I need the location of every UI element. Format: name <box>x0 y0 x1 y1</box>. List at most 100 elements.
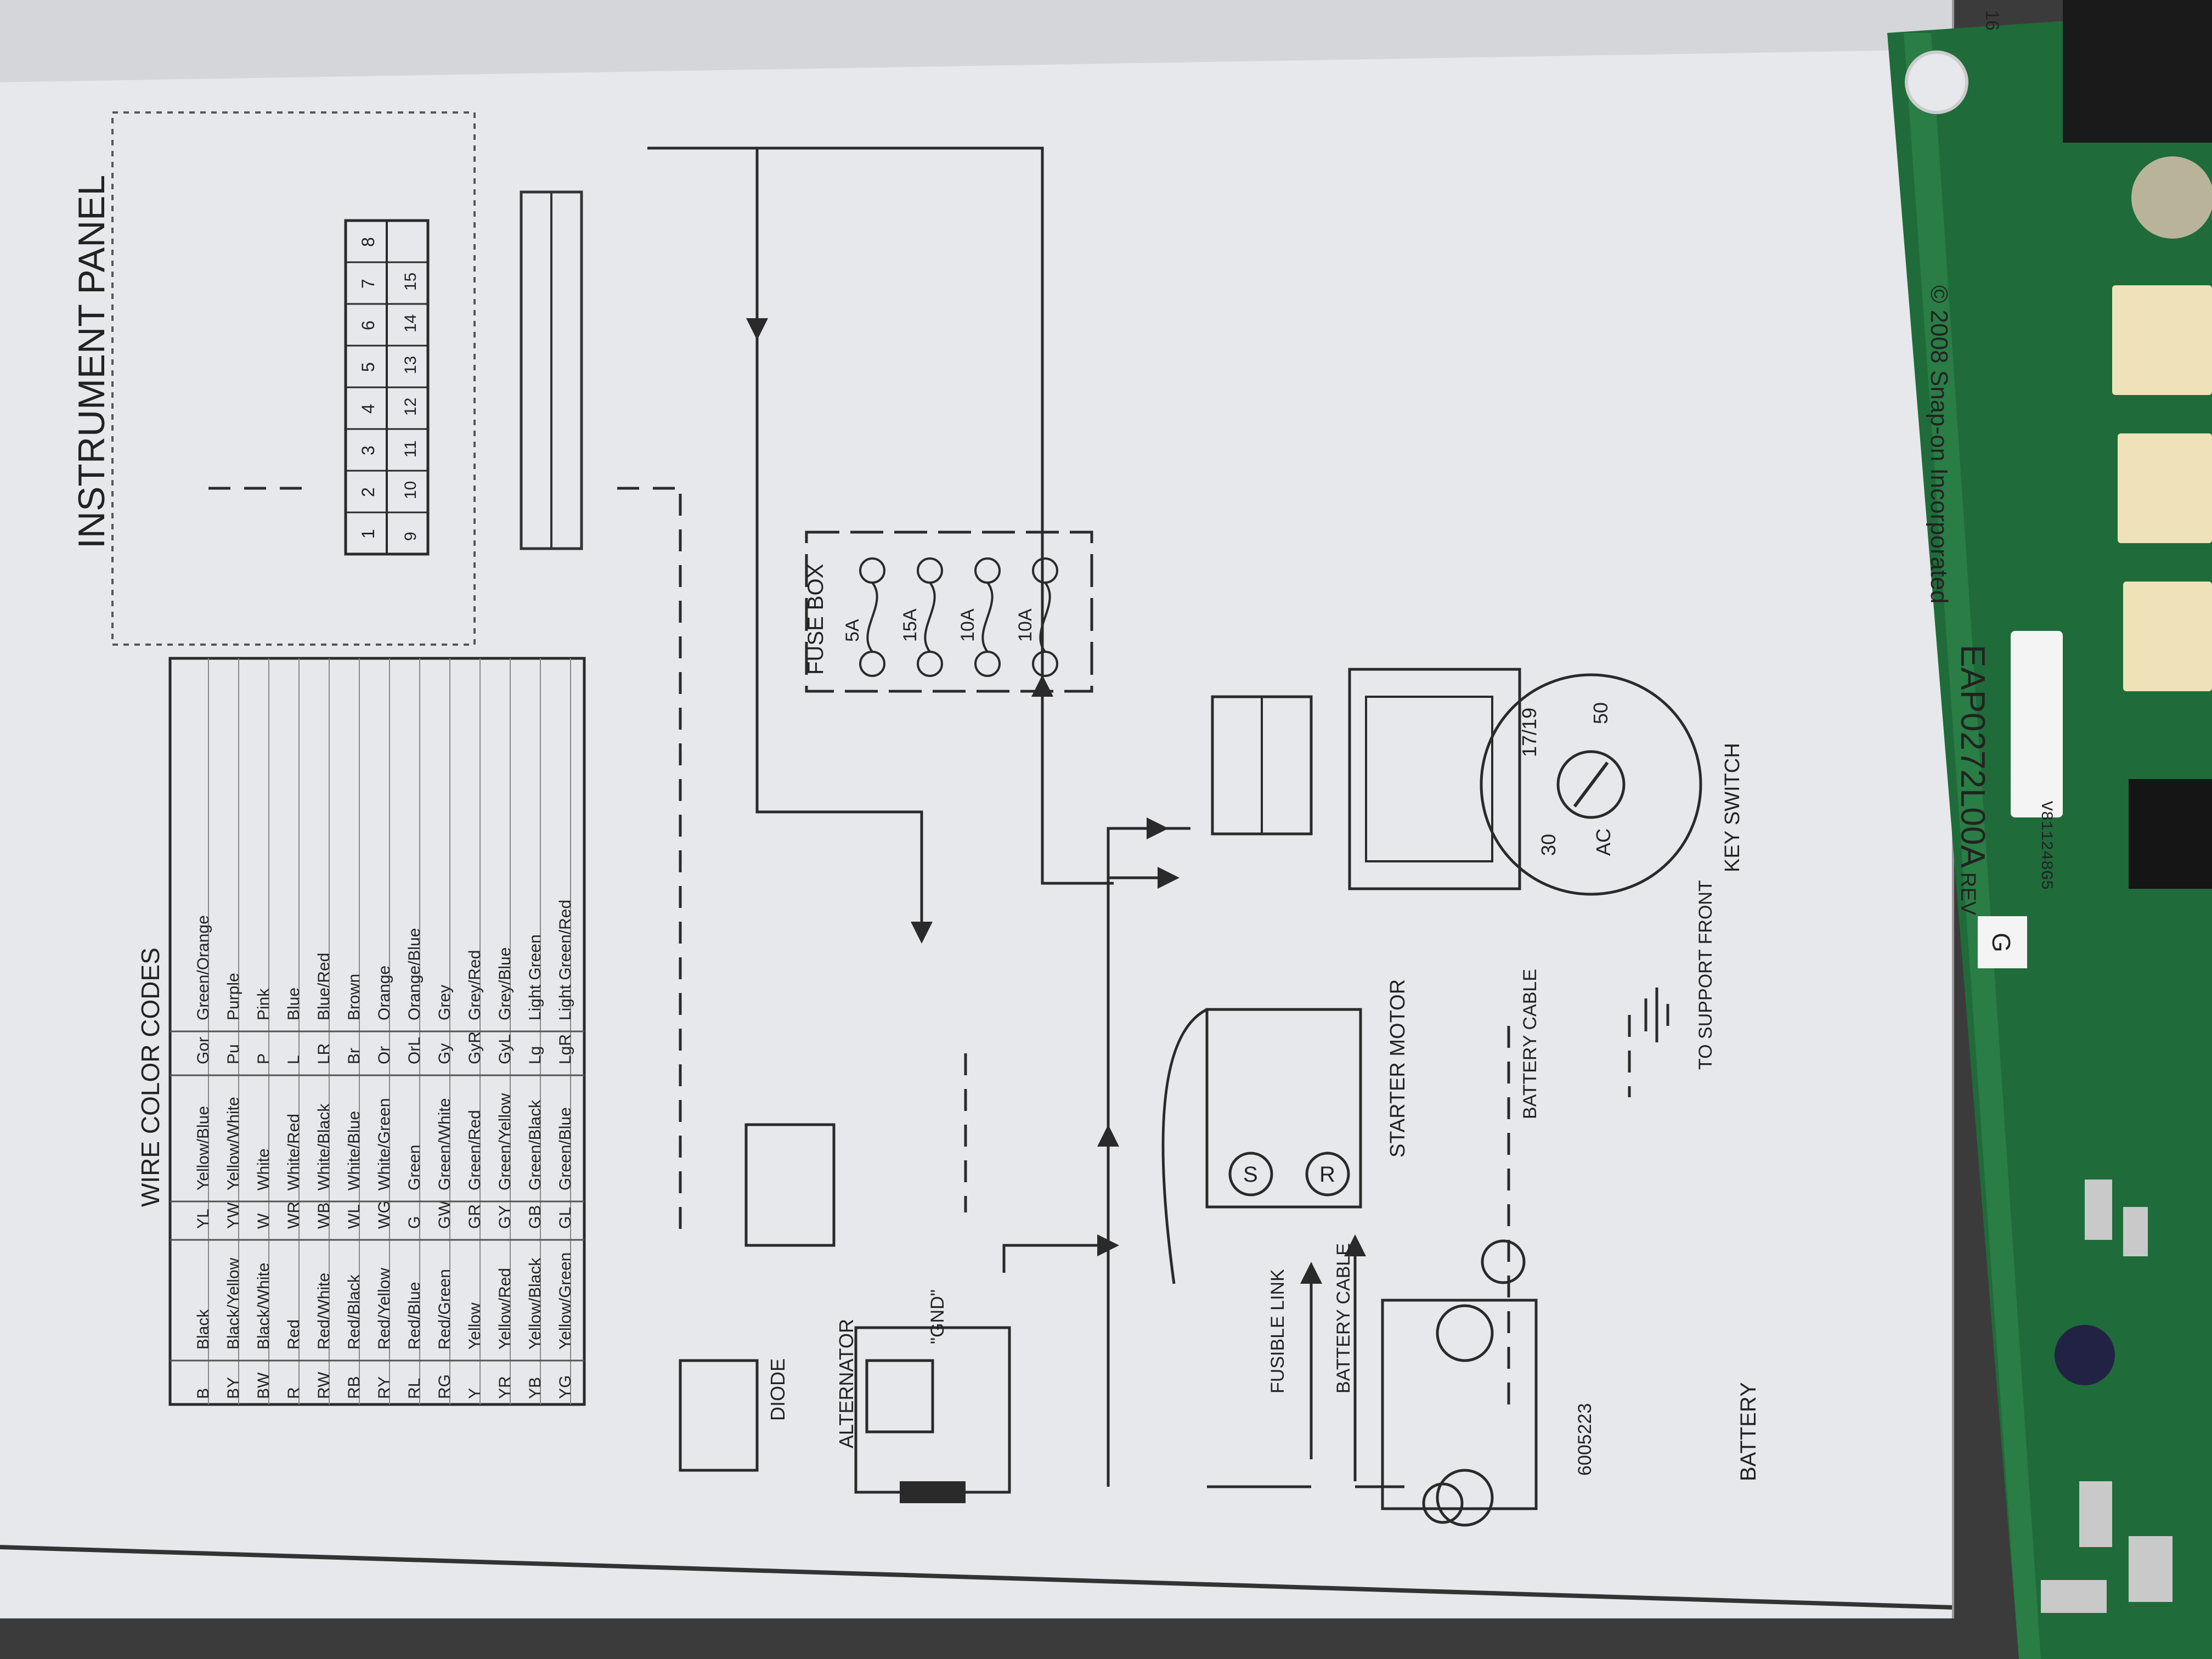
wire-table-cell: Grey/Blue <box>496 947 514 1020</box>
key-terminal-30: 30 <box>1537 834 1560 856</box>
wire-table-cell: Yellow/Green <box>556 1252 574 1350</box>
wire-table-cell: Yellow <box>466 1302 484 1350</box>
battery-cable-label-1: BATTERY CABLE <box>1333 1243 1354 1393</box>
relay-3 <box>2123 582 2212 691</box>
battery-cable-label-2: BATTERY CABLE <box>1520 969 1541 1119</box>
connector-pin: 14 <box>402 314 420 332</box>
wire-table-cell: Green/Blue <box>556 1107 574 1190</box>
battery-label: BATTERY <box>1736 1382 1760 1481</box>
wire-table-cell: R <box>285 1387 303 1399</box>
ground-symbol <box>1644 988 1669 1042</box>
wire-table-cell: G <box>405 1216 424 1229</box>
wire-table-cell: White/Red <box>285 1114 303 1190</box>
wire-table-cell: Black/White <box>255 1263 273 1350</box>
wiring <box>647 146 1404 1488</box>
wire-table-cell: Red <box>285 1319 303 1350</box>
board-rev-label: REV <box>1956 872 1979 916</box>
wire-table-cell: Pu <box>224 1044 242 1064</box>
wire-table-cell: Yellow/Black <box>526 1257 544 1350</box>
wire-table-cell: LgR <box>556 1034 574 1064</box>
fuse-element <box>866 582 878 653</box>
wire-table-cell: GY <box>496 1205 514 1229</box>
connector-pin: 15 <box>402 273 420 291</box>
wire-table-cell: Or <box>375 1046 393 1064</box>
wire-table-cell: Lg <box>526 1046 544 1064</box>
connector-pin: 10 <box>402 481 420 499</box>
fuse-rating: 10A <box>957 608 978 642</box>
wire-table-cell: Red/White <box>315 1273 333 1350</box>
wire-table-cell: RB <box>345 1376 363 1399</box>
wire-table-cell: Green/Black <box>526 1099 544 1190</box>
wire-table-cell: Grey <box>436 985 454 1020</box>
wire-table-title: WIRE COLOR CODES <box>136 947 165 1207</box>
wire-table-cell: OrL <box>405 1037 424 1064</box>
wire-table-cell: WG <box>375 1200 393 1229</box>
wire-table-cell: L <box>285 1055 303 1064</box>
gnd-label: "GND" <box>927 1289 948 1344</box>
wire-table-cell: Pink <box>255 988 273 1020</box>
wire-table-cell: GB <box>526 1205 544 1229</box>
board-part-number: EAP0272L00A <box>1954 645 1991 868</box>
wire-table-cell: RG <box>436 1374 454 1399</box>
wire-table-cell: Light Green/Red <box>556 900 574 1020</box>
wire-table-cell: Orange <box>375 966 393 1020</box>
wire-color-table: WIRE COLOR CODESBBlackYLYellow/BlueGorGr… <box>136 657 586 1406</box>
to-support-label: TO SUPPORT FRONT <box>1695 880 1716 1070</box>
wire-table-cell: YR <box>496 1376 514 1399</box>
doc-number: 6005223 <box>1575 1403 1595 1476</box>
wire-table-cell: Black <box>194 1309 212 1350</box>
wire-table-cell: Red/Yellow <box>375 1268 393 1350</box>
wire-table-cell: YW <box>224 1202 242 1229</box>
wire-table-cell: BY <box>224 1377 242 1399</box>
wire-table-cell: Green/White <box>436 1098 454 1190</box>
paper-sheet <box>0 0 1953 1618</box>
wire-table-cell: YG <box>556 1375 574 1399</box>
connector-pin: 2 <box>358 487 378 497</box>
fuse-rating: 10A <box>1015 608 1036 642</box>
key-terminal-ac: AC <box>1592 828 1615 856</box>
connector-pin: 12 <box>402 398 420 416</box>
alternator-label: ALTERNATOR <box>835 1319 857 1448</box>
wire-table-cell: W <box>255 1213 273 1229</box>
page-title: INSTRUMENT PANEL <box>71 175 112 549</box>
wire-table-cell: White <box>255 1148 273 1190</box>
fuse-rating: 15A <box>900 608 921 642</box>
fuse-element <box>924 582 936 653</box>
ic-chip <box>2129 779 2212 889</box>
wire-table-cell: Green/Yellow <box>496 1093 514 1190</box>
fuse-element <box>981 582 994 653</box>
connector-pin: 11 <box>402 441 420 458</box>
wire-table-cell: RW <box>315 1372 333 1399</box>
connector-pin: 4 <box>358 404 378 414</box>
fusible-link-label: FUSIBLE LINK <box>1267 1269 1288 1393</box>
panel-connector-2 <box>520 190 583 550</box>
wire-table-cell: WR <box>285 1201 303 1229</box>
board-sticker <box>2011 631 2063 817</box>
key-switch: KEY SWITCH 30 AC 17/19 50 <box>1348 668 1744 896</box>
connector-pin: 8 <box>358 237 378 247</box>
connector-pin: 13 <box>402 356 420 374</box>
side-tab: 16 <box>1982 10 2002 31</box>
wire-table-cell: Blue <box>285 988 303 1020</box>
dashed-wiring <box>208 487 1631 1415</box>
wire-table-cell: Green <box>405 1145 424 1190</box>
wire-table-cell: White/Blue <box>345 1111 363 1190</box>
wire-table-cell: Yellow/Red <box>496 1268 514 1350</box>
wire-table-cell: RY <box>375 1376 393 1399</box>
key-switch-label: KEY SWITCH <box>1721 743 1744 872</box>
connector-pin: 1 <box>358 529 378 539</box>
key-terminal-17-19: 17/19 <box>1518 708 1541 757</box>
wire-table-cell: Orange/Blue <box>405 928 424 1020</box>
board-copyright: © 2008 Snap-on Incorporated <box>1926 285 1953 603</box>
wire-table-cell: Purple <box>224 973 242 1020</box>
wire-table-cell: BW <box>255 1372 273 1399</box>
wire-table-cell: LR <box>315 1043 333 1064</box>
connector-pin: 7 <box>358 279 378 289</box>
svg-text:S: S <box>1243 1163 1258 1187</box>
wire-table-cell: GW <box>436 1200 454 1229</box>
circuit-board: V811248G5 © 2008 Snap-on Incorporated EA… <box>1887 0 2212 1659</box>
